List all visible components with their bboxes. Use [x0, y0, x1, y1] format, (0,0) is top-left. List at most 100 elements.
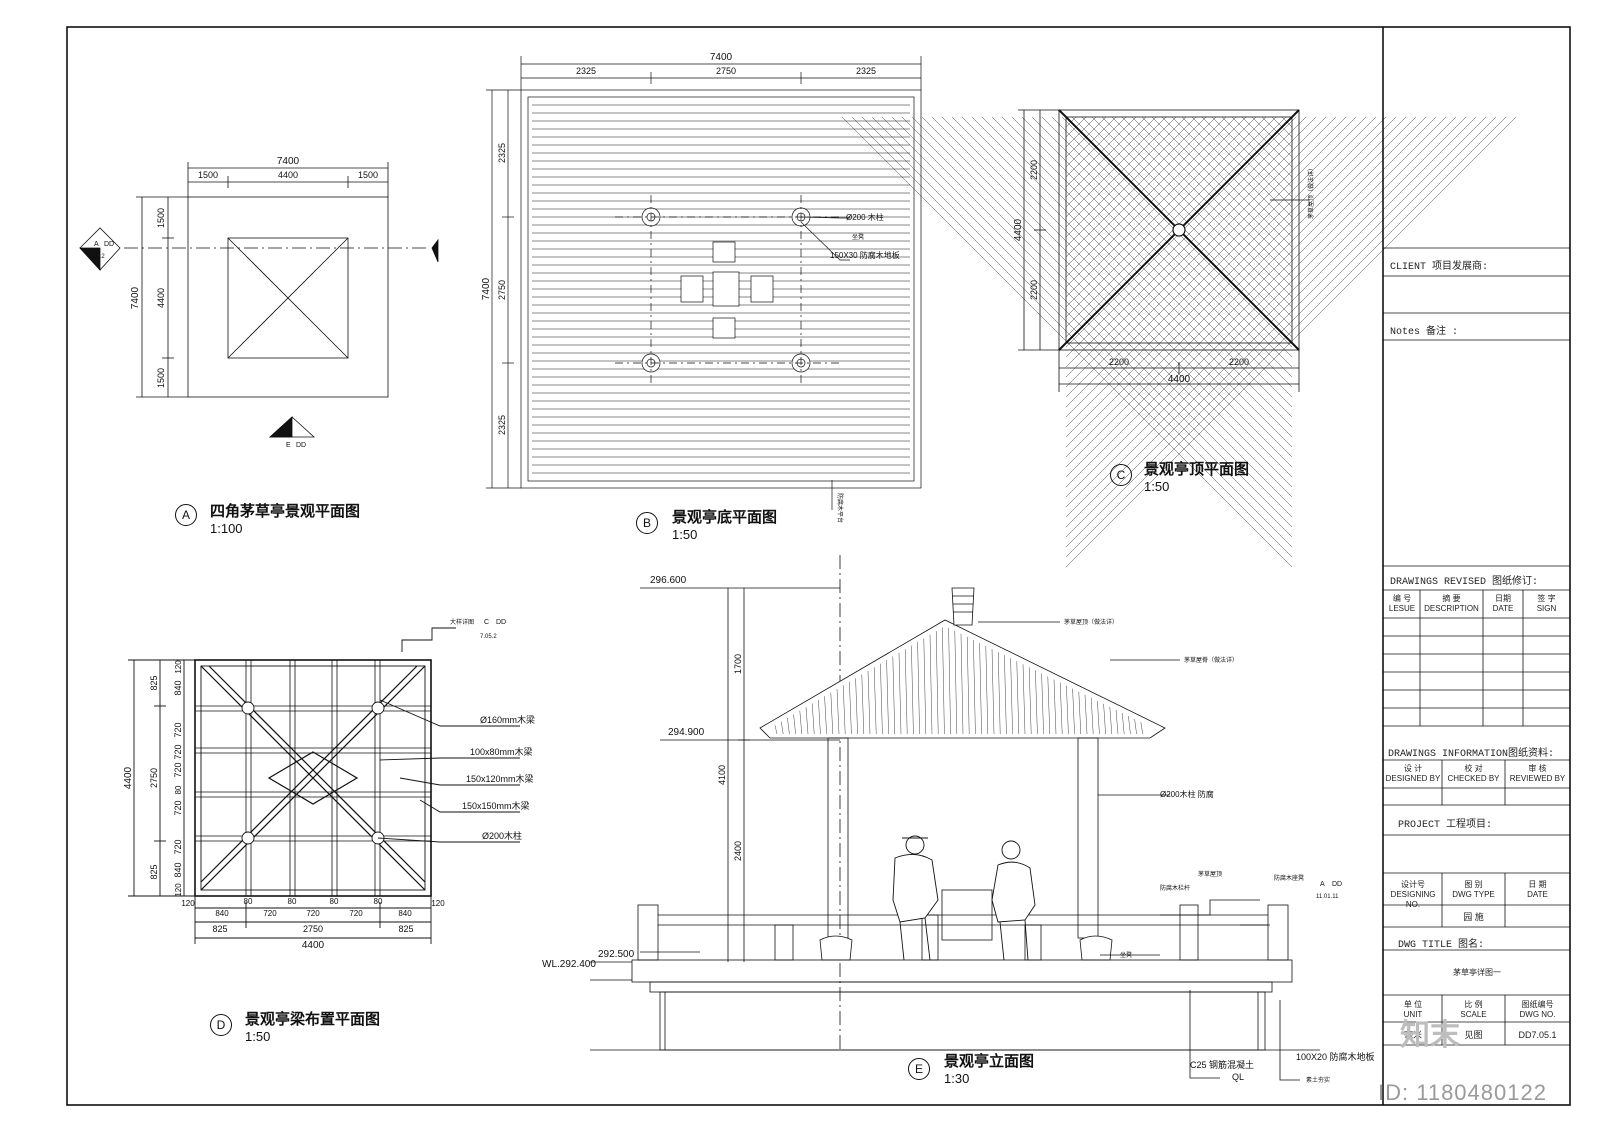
section-mark-a-sheet: 7.05.2: [88, 254, 105, 260]
dim-c-left-2: 2200: [1029, 280, 1039, 300]
dim-d-b1-0: 120: [181, 899, 195, 908]
view-d-labels: 4400 825 840 720 720 720 720 720 840 825…: [123, 618, 535, 951]
view-a-plan: [79, 162, 439, 438]
note-d-beam-150x150: 150x150mm木梁: [462, 800, 530, 811]
dim-d-b1-3: 720: [263, 909, 277, 918]
dim-d-b2-1: 2750: [303, 924, 323, 934]
view-e-caption: 景观亭立面图 1:30: [944, 1050, 1034, 1086]
dim-c-bottom-2: 2200: [1229, 357, 1249, 367]
dim-d-left-8: 840: [173, 862, 183, 877]
view-c-labels: 2200 2200 4400 4400 2200 2200 茅草屋顶（做法详）: [1013, 160, 1315, 385]
tb-dwg-title-value: 茅草亭详图一: [1453, 968, 1501, 977]
dim-b-top-1: 2325: [576, 66, 596, 76]
view-c-roof-plan: [841, 109, 1517, 568]
dim-d-left-11: 80: [174, 785, 183, 794]
dim-a-top-2: 4400: [278, 170, 298, 180]
note-e-soil: 素土夯实: [1306, 1076, 1330, 1084]
view-a-caption: 四角茅草亭景观平面图 1:100: [210, 500, 360, 536]
view-b-title: 景观亭底平面图: [672, 509, 778, 526]
dim-d-left-5: 720: [173, 800, 183, 815]
dim-b-left-overall: 7400: [481, 277, 492, 300]
dim-d-left-3: 720: [173, 722, 183, 737]
dim-b-overall: 7400: [710, 52, 733, 63]
view-e-title: 景观亭立面图: [944, 1053, 1035, 1070]
dim-a-left-overall: 7400: [130, 286, 141, 309]
dim-a-top-1: 1500: [198, 170, 218, 180]
beam-grid: [195, 660, 431, 896]
dim-c-bottom-1: 2200: [1109, 357, 1129, 367]
dim-d-left-overall: 4400: [123, 766, 134, 789]
view-d-title: 景观亭梁布置平面图: [245, 1011, 381, 1028]
dim-b-top-3: 2325: [856, 66, 876, 76]
thatch-hatch: [841, 116, 1517, 568]
dim-d-left-4: 720: [173, 762, 183, 777]
note-b-platform: 防腐木平台: [836, 493, 844, 523]
dim-d-b1-4: 80: [288, 897, 297, 906]
dim-d-b1-7: 720: [349, 909, 363, 918]
note-d-mark-ref: DD: [496, 619, 506, 626]
dim-d-left-12: 2750: [149, 768, 159, 788]
note-e-seat: 坐凳: [1120, 951, 1132, 959]
dim-d-left-1: 825: [149, 675, 159, 690]
note-e-column: Ø200木柱 防腐: [1160, 789, 1214, 799]
dim-b-left-1: 2325: [497, 143, 507, 163]
view-c-marker: C: [1110, 464, 1132, 486]
tb-scale-value: 见图: [1464, 1030, 1483, 1040]
dim-c-overall: 4400: [1168, 374, 1191, 385]
view-b-labels: 7400 2325 2750 2325 7400 2325 2750 2325 …: [481, 52, 900, 523]
watermark-id: ID: 1180480122: [1378, 1080, 1547, 1105]
view-a-labels: 7400 1500 4400 1500 1500 4400 1500 7400 …: [88, 156, 378, 449]
section-mark-a-letter: A: [94, 241, 99, 248]
dim-c-left-1: 2200: [1029, 160, 1039, 180]
tb-project: PROJECT 工程项目:: [1398, 820, 1493, 831]
dim-d-left-13: 120: [174, 883, 183, 897]
note-d-column: Ø200木柱: [482, 830, 522, 841]
dim-d-b3: 4400: [302, 940, 325, 951]
dim-a-overall: 7400: [277, 156, 300, 167]
view-c-scale: 1:50: [1144, 479, 1170, 494]
view-c-caption: 景观亭顶平面图 1:50: [1144, 458, 1249, 494]
note-e-decking: 100X20 防腐木地板: [1296, 1051, 1375, 1062]
note-d-detail: 大样详图: [450, 618, 474, 626]
view-a-marker: A: [175, 504, 197, 526]
dim-d-b2-0: 825: [212, 924, 227, 934]
view-e-scale: 1:30: [944, 1071, 970, 1086]
view-d-caption: 景观亭梁布置平面图 1:50: [245, 1008, 380, 1044]
hip-beams: [200, 665, 426, 891]
view-e-elevation: [590, 555, 1320, 1081]
section-mark-a-ref: DD: [104, 241, 114, 248]
note-e-mark-sheet: 11.01.11: [1316, 894, 1339, 900]
dim-d-left-9: 825: [149, 864, 159, 879]
note-d-mark-letter: C: [484, 619, 489, 626]
view-b-scale: 1:50: [672, 527, 698, 542]
note-d-mark-sheet: 7.05.2: [480, 634, 497, 640]
dim-a-left-2: 4400: [156, 288, 166, 308]
dim-c-left-overall: 4400: [1013, 218, 1024, 241]
level-water: WL.292.400: [542, 959, 596, 970]
title-block-lines: [1383, 247, 1570, 1046]
dim-d-left-10: 120: [174, 660, 183, 674]
tb-client: CLIENT 项目发展商:: [1390, 262, 1489, 273]
note-e-bench: 防腐木座凳: [1274, 874, 1304, 882]
dim-a-left-1: 1500: [156, 208, 166, 228]
dim-d-left-2: 840: [173, 680, 183, 695]
dim-d-b1-8: 80: [374, 897, 383, 906]
tb-notes: Notes 备注 :: [1390, 327, 1459, 338]
note-e-rail: 防腐木栏杆: [1160, 884, 1190, 892]
dim-d-b1-6: 80: [330, 897, 339, 906]
view-d-scale: 1:50: [245, 1029, 271, 1044]
roof-thatch-texture: [774, 627, 1143, 735]
level-top: 296.600: [650, 575, 687, 586]
